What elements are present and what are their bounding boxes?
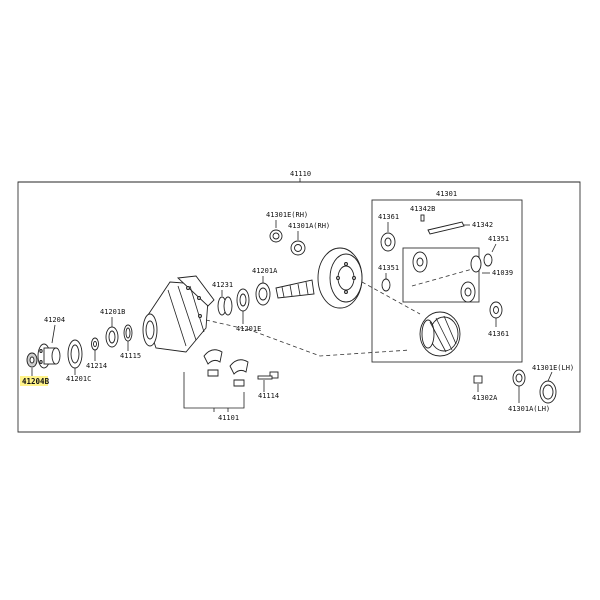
- label-41301: 41301: [436, 190, 457, 198]
- nut-icon: [26, 352, 38, 368]
- label-41039: 41039: [492, 269, 513, 277]
- pinion-shaft-icon: [275, 279, 315, 299]
- label-41101: 41101: [218, 414, 239, 422]
- shim-icon: [217, 296, 233, 316]
- pinion-shaft-small-icon: [427, 221, 465, 235]
- label-41204b[interactable]: 41204B: [22, 377, 50, 386]
- oil-seal-icon: [67, 339, 83, 369]
- side-gear-bottom-icon: [489, 301, 503, 319]
- thrust-washer-left-icon: [381, 278, 391, 292]
- label-41342: 41342: [472, 221, 493, 229]
- plug-icon: [473, 375, 483, 384]
- cone-bearing-icon: [255, 282, 271, 306]
- lh-bearing-icon: [512, 369, 526, 387]
- assembly-path-1: [361, 281, 421, 315]
- diff-case-icon: [419, 311, 461, 357]
- label-41114: 41114: [258, 392, 279, 400]
- assembly-path-2: [205, 319, 411, 357]
- bearing-icon: [105, 326, 119, 348]
- rh-bearing-icon: [290, 240, 306, 256]
- side-gear-top-icon: [380, 232, 396, 252]
- label-41201e: 41201E: [236, 325, 261, 333]
- pinion-set-box: [402, 247, 480, 303]
- rh-seal-icon: [269, 229, 283, 243]
- label-41361-top: 41361: [378, 213, 399, 221]
- pin-icon: [420, 214, 425, 222]
- bolt-icon: [257, 371, 279, 380]
- label-41301a-lh: 41301A(LH): [508, 405, 550, 413]
- label-41214: 41214: [86, 362, 107, 370]
- label-41201c: 41201C: [66, 375, 91, 383]
- pinion-gear-left-icon: [412, 251, 428, 273]
- label-41115: 41115: [120, 352, 141, 360]
- spacer-icon: [123, 324, 133, 342]
- label-41301e-lh: 41301E(LH): [532, 364, 574, 372]
- label-41204b-highlight: [20, 376, 48, 386]
- bearing-cap-icon: [203, 349, 249, 387]
- label-41301e-rh: 41301E(RH): [266, 211, 308, 219]
- label-41301a-rh: 41301A(RH): [288, 222, 330, 230]
- label-41351-right: 41351: [488, 235, 509, 243]
- pinion-gear-top-icon: [470, 255, 482, 273]
- label-41361-bottom: 41361: [488, 330, 509, 338]
- label-41342b: 41342B: [410, 205, 435, 213]
- inner-bearing-icon: [236, 288, 250, 312]
- lh-seal-icon: [539, 380, 557, 404]
- companion-flange-icon: [37, 343, 61, 369]
- label-41302a: 41302A: [472, 394, 498, 402]
- ring-gear-icon: [317, 247, 363, 309]
- label-41201a: 41201A: [252, 267, 278, 275]
- thrust-washer-right-icon: [483, 253, 493, 267]
- diff-case-box: [371, 199, 523, 363]
- label-41351-left: 41351: [378, 264, 399, 272]
- label-41204: 41204: [44, 316, 65, 324]
- pinion-gear-right-icon: [460, 281, 476, 303]
- washer-icon: [91, 337, 99, 351]
- label-41231: 41231: [212, 281, 233, 289]
- label-41110: 41110: [290, 170, 311, 178]
- carrier-housing-icon: [142, 275, 215, 353]
- label-41201b: 41201B: [100, 308, 125, 316]
